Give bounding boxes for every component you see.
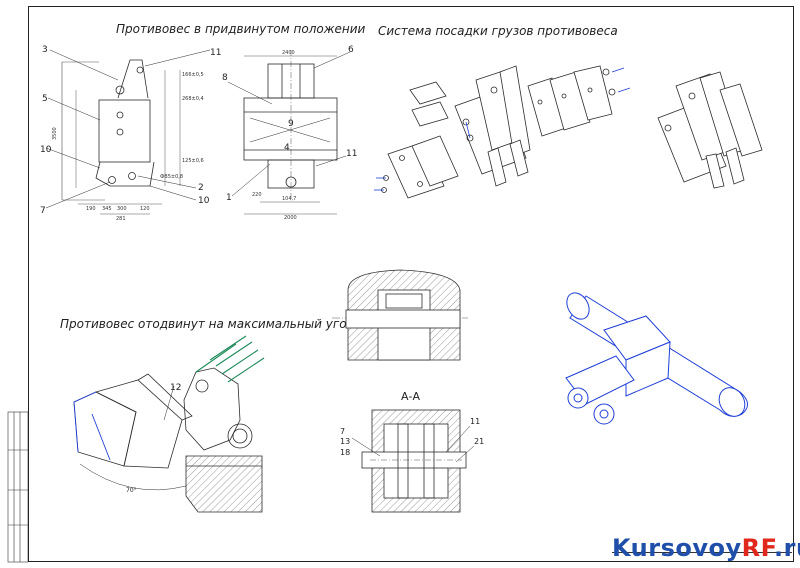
- view-front: [227, 50, 351, 215]
- callout: 11: [346, 149, 357, 159]
- title-max-angle: Противовес отодвинут на максимальный уго…: [60, 317, 355, 331]
- callout: 11: [210, 48, 221, 58]
- callout: 18: [340, 448, 350, 457]
- drawing-frame: [28, 6, 794, 562]
- view-weights-exploded: [381, 65, 616, 199]
- dimension: 166±0,5: [182, 72, 204, 78]
- watermark-part1: Kursovoy: [612, 534, 742, 562]
- callout: 10: [40, 145, 52, 155]
- dimension: 190: [86, 206, 96, 212]
- view-weights-assembled: [657, 71, 763, 189]
- dimension: 281: [116, 216, 126, 222]
- callout: 10: [198, 196, 210, 206]
- callout: 4: [284, 143, 290, 153]
- dimension: 268±0,4: [182, 96, 204, 102]
- counterweight-body: [98, 99, 151, 163]
- lower-bracket: [95, 161, 155, 187]
- callout: 12: [170, 383, 181, 393]
- dimension: 300: [117, 206, 127, 212]
- side-view-callouts: 3 11 5 10 7 2 10: [40, 45, 221, 216]
- max-angle-accent: [73, 391, 111, 461]
- callout: 9: [288, 119, 294, 129]
- weights-bolts: [374, 67, 631, 191]
- dimension: 3500: [52, 127, 58, 140]
- section-label: А-А: [401, 390, 421, 403]
- front-view-dimensions: 2400 220 104,7 2000: [252, 50, 297, 221]
- callout: 21: [474, 437, 484, 446]
- side-view-dimensions: 166±0,5 268±0,4 125±0,6 ФB5±0,8 3500 190…: [52, 72, 204, 222]
- boom-arms: [195, 335, 265, 383]
- dimension: 2000: [284, 215, 297, 221]
- title-block-stamp: [612, 552, 792, 561]
- view-section-aa: [351, 409, 475, 513]
- callout: 11: [470, 417, 480, 426]
- dimension: 220: [252, 192, 262, 198]
- callout: 5: [42, 94, 48, 104]
- dimension: 120: [140, 206, 150, 212]
- callout: 8: [222, 73, 228, 83]
- angle-dimension: 70°: [126, 487, 137, 494]
- title-pushed-in: Противовес в придвинутом положении: [116, 22, 366, 36]
- callout: 7: [340, 427, 345, 436]
- dimension: 2400: [282, 50, 295, 56]
- title-weights-system: Система посадки грузов противовеса: [378, 24, 618, 38]
- dimension: 125±0,6: [182, 158, 204, 164]
- callout: 2: [198, 183, 204, 193]
- callout: 1: [226, 193, 232, 203]
- front-view-callouts: 8 6 9 4 1 11: [222, 45, 357, 203]
- dimension: ФB5±0,8: [160, 174, 183, 180]
- view-side-pushed-in: [45, 49, 211, 215]
- dimension: 104,7: [282, 196, 296, 202]
- upper-bracket: [117, 59, 149, 99]
- callout: 13: [340, 437, 350, 446]
- dimension: 345: [102, 206, 112, 212]
- callout: 3: [42, 45, 48, 55]
- side-title-strip: [7, 411, 29, 563]
- view-isometric-pin: [565, 292, 748, 425]
- section-callouts: 7 13 18 11 21: [340, 417, 484, 457]
- front-body: [243, 97, 338, 161]
- watermark-logo: KursovoyRF.ru: [612, 534, 800, 562]
- watermark-part3: .ru: [774, 534, 800, 562]
- callout: 6: [348, 45, 354, 55]
- watermark-part2: RF: [741, 534, 775, 562]
- callout: 7: [40, 206, 46, 216]
- view-pin-detail: [332, 269, 468, 361]
